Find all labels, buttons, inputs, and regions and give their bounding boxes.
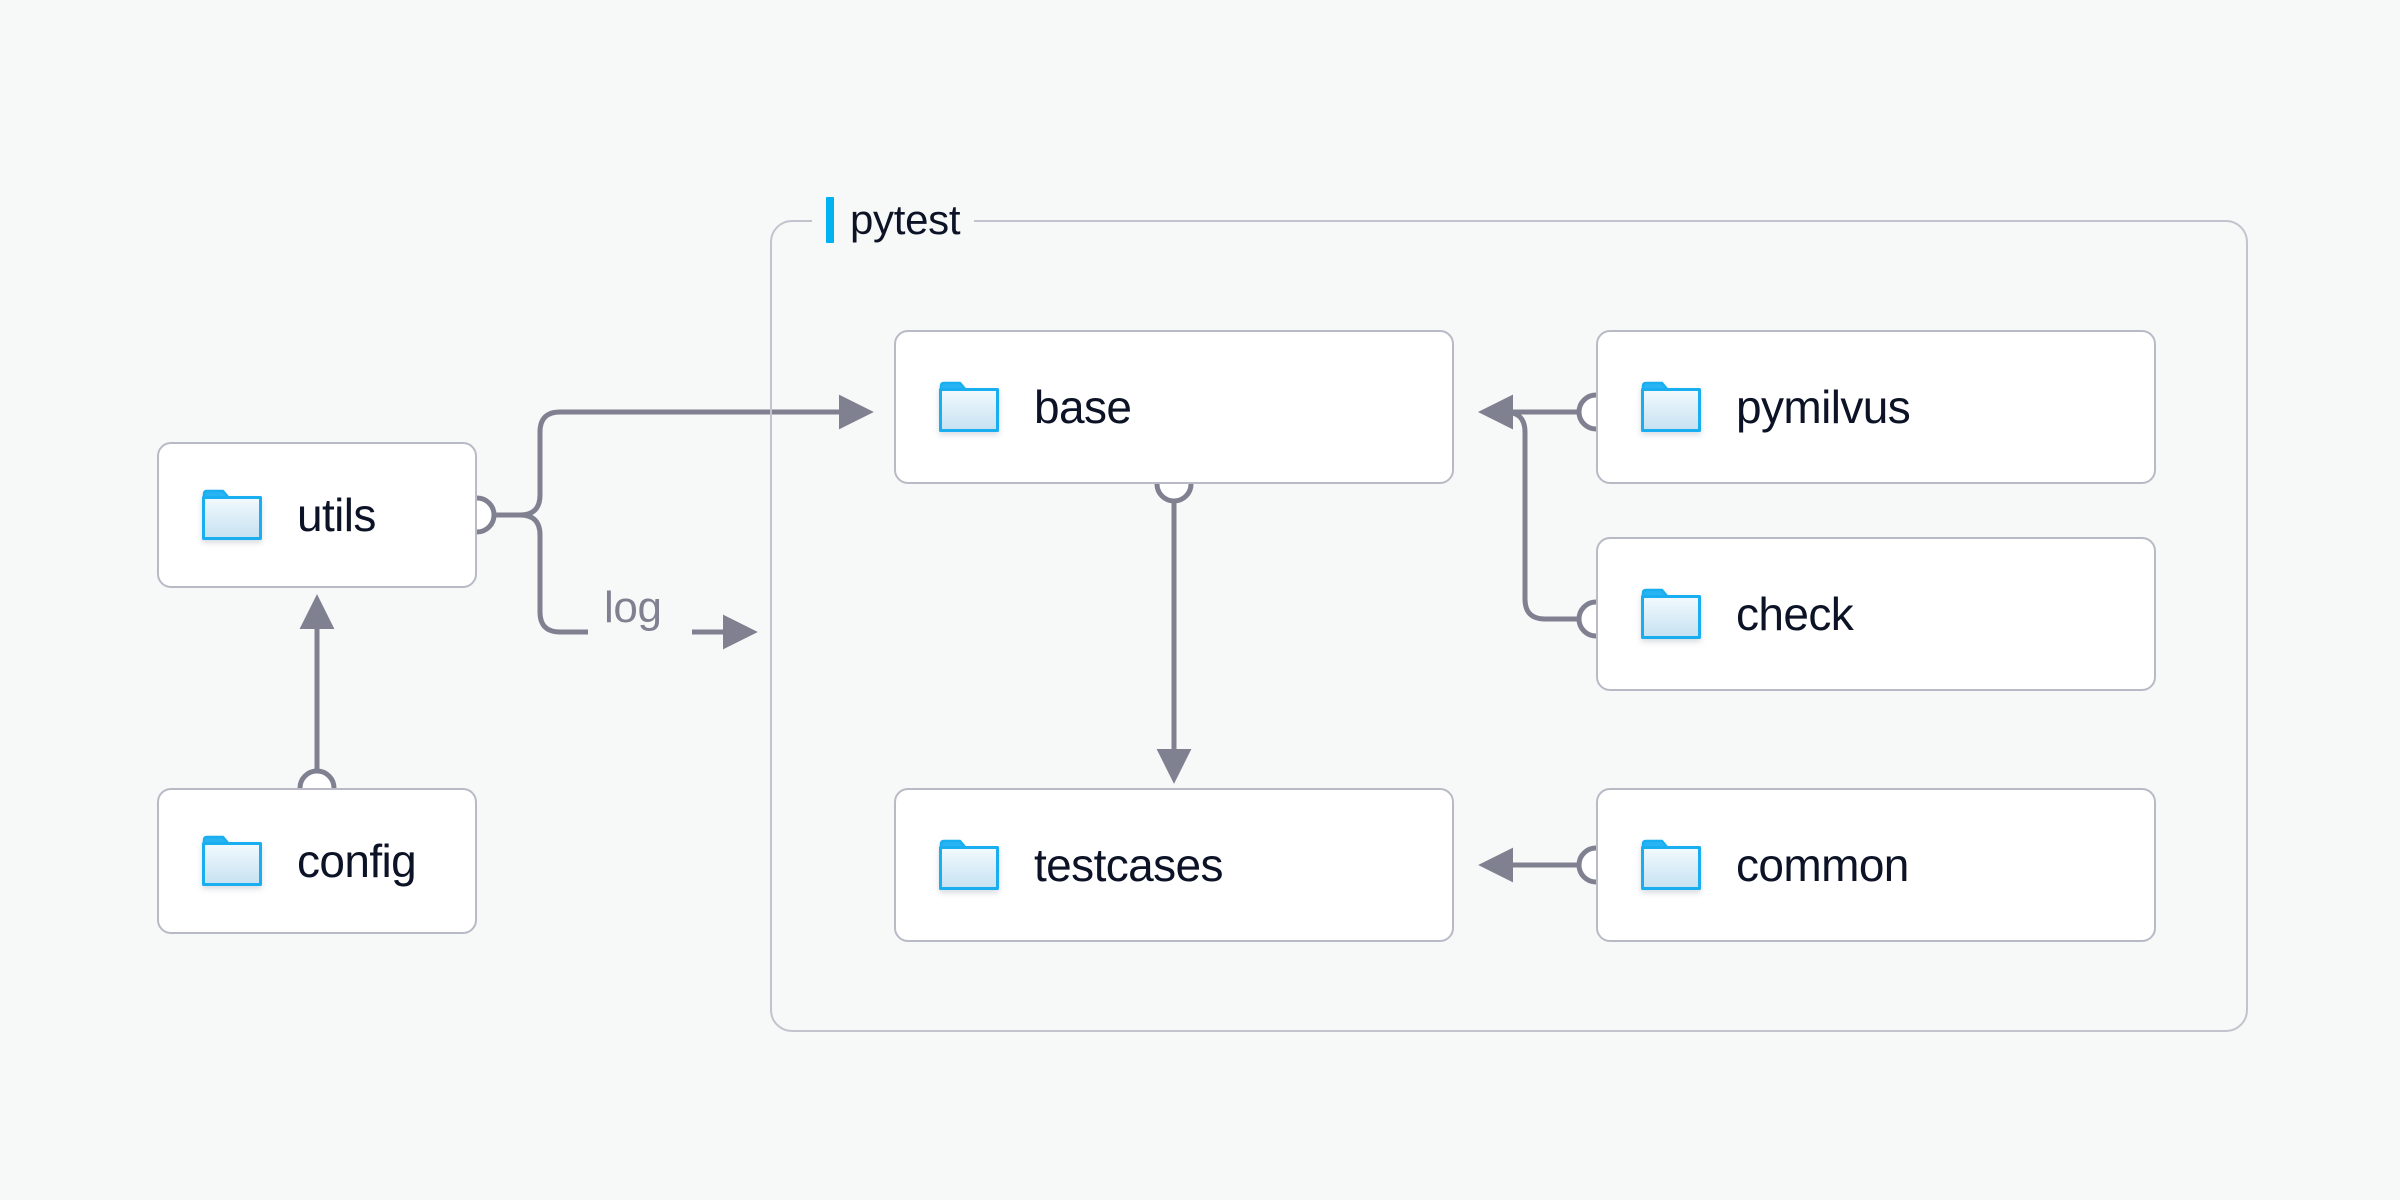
pytest-group-box[interactable] (770, 220, 2248, 1032)
edge-label-log: log (604, 583, 662, 633)
folder-icon (939, 839, 999, 890)
node-label: utils (297, 489, 376, 541)
node-base[interactable]: base (894, 330, 1454, 484)
pytest-group-label: pytest (812, 192, 975, 248)
node-label: pymilvus (1736, 381, 1911, 433)
node-label: testcases (1034, 839, 1224, 891)
node-config[interactable]: config (157, 788, 477, 934)
node-pymilvus[interactable]: pymilvus (1596, 330, 2156, 484)
node-testcases[interactable]: testcases (894, 788, 1454, 942)
folder-icon (1641, 839, 1701, 890)
node-label: config (297, 835, 417, 887)
edge-label-text: log (604, 583, 662, 632)
node-check[interactable]: check (1596, 537, 2156, 691)
folder-icon (1641, 381, 1701, 432)
node-common[interactable]: common (1596, 788, 2156, 942)
folder-icon (202, 835, 262, 886)
node-label: base (1034, 381, 1132, 433)
node-utils[interactable]: utils (157, 442, 477, 588)
node-label: common (1736, 839, 1909, 891)
folder-icon (1641, 588, 1701, 639)
folder-icon (939, 381, 999, 432)
group-title-text: pytest (850, 196, 961, 243)
accent-bar-icon (826, 197, 834, 243)
folder-icon (202, 489, 262, 540)
node-label: check (1736, 588, 1854, 640)
edge-config-to-utils (297, 594, 337, 808)
